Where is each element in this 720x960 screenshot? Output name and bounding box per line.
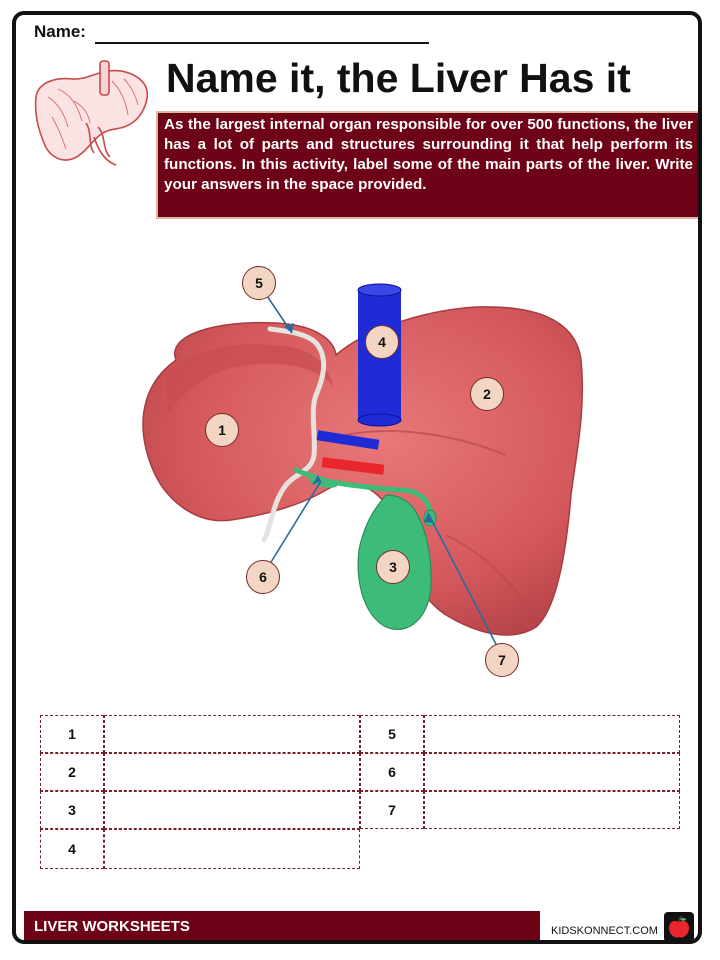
diagram-marker-5: 5 (242, 266, 276, 300)
name-field[interactable] (95, 42, 429, 44)
answer-grid: 1 2 3 4 5 6 7 (40, 715, 688, 873)
brand-text: KIDSKONNECT.COM (551, 925, 658, 937)
liver-sketch-icon (34, 60, 148, 166)
bile-duct (308, 477, 337, 488)
portal-vein (316, 430, 380, 450)
diagram-marker-7: 7 (485, 643, 519, 677)
diagram-marker-4: 4 (365, 325, 399, 359)
answer-field-1[interactable] (104, 715, 360, 753)
footer-banner: LIVER WORKSHEETS (24, 911, 540, 940)
answer-number: 7 (360, 791, 424, 829)
hepatic-artery (321, 457, 385, 475)
apple-logo-icon (664, 912, 694, 940)
page-title: Name it, the Liver Has it (166, 55, 631, 101)
answer-field-5[interactable] (424, 715, 680, 753)
answer-number: 4 (40, 829, 104, 869)
answer-field-7[interactable] (424, 791, 680, 829)
answer-number: 1 (40, 715, 104, 753)
answer-field-2[interactable] (104, 753, 360, 791)
answer-field-4[interactable] (104, 829, 360, 869)
worksheet-frame: Name: Name it, the Liver Has it As the l… (12, 11, 702, 944)
answer-number: 2 (40, 753, 104, 791)
answer-field-6[interactable] (424, 753, 680, 791)
diagram-marker-3: 3 (376, 550, 410, 584)
answer-number: 5 (360, 715, 424, 753)
answer-number: 6 (360, 753, 424, 791)
name-label: Name: (34, 22, 86, 41)
diagram-marker-1: 1 (205, 413, 239, 447)
diagram-marker-2: 2 (470, 377, 504, 411)
intro-paragraph: As the largest internal organ responsibl… (156, 111, 698, 219)
diagram-marker-6: 6 (246, 560, 280, 594)
falciform-ligament (261, 326, 326, 543)
answer-number: 3 (40, 791, 104, 829)
answer-field-3[interactable] (104, 791, 360, 829)
liver-diagram (142, 283, 584, 649)
